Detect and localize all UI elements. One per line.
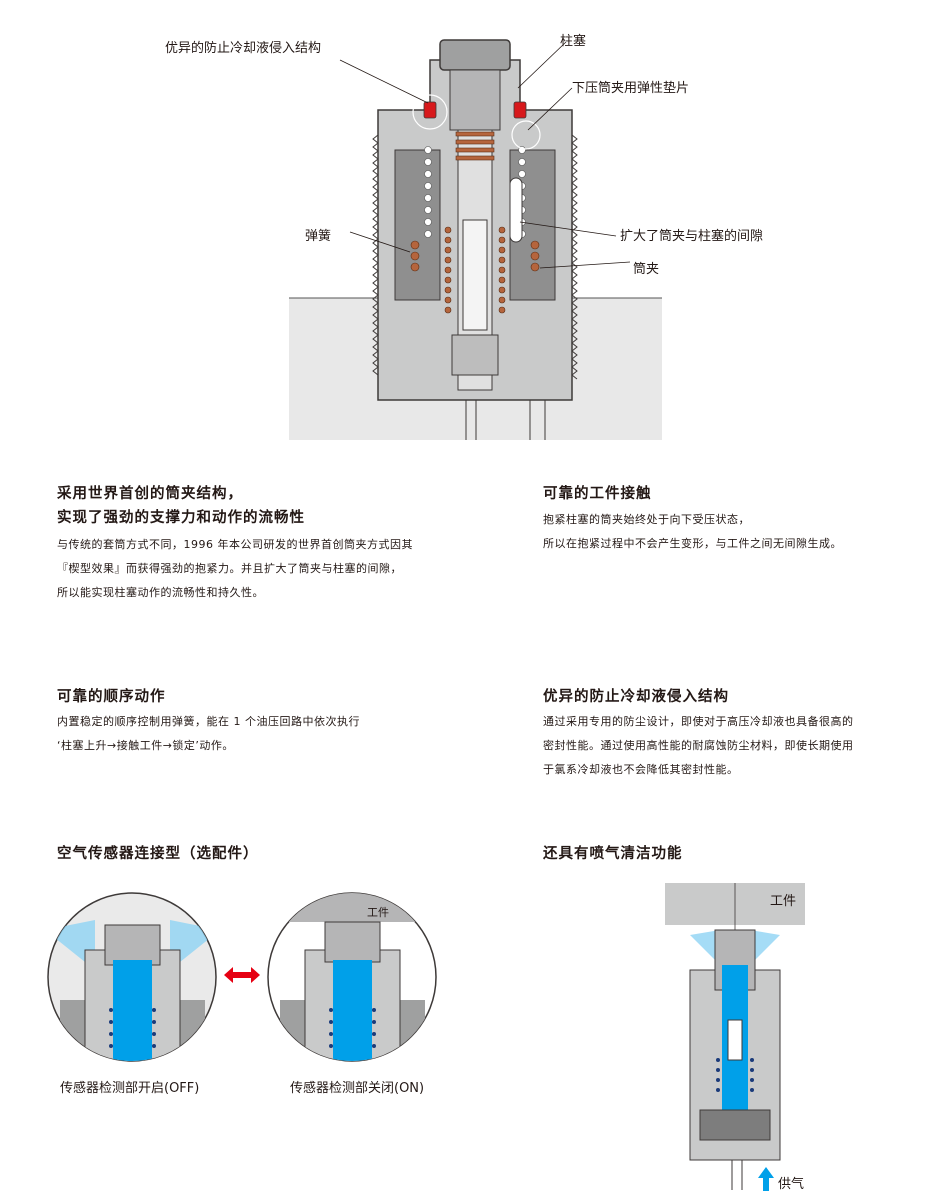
sequence-body-line: ‘柱塞上升→接触工件→锁定’动作。 (57, 739, 234, 752)
callout-coolant-structure: 优异的防止冷却液侵入结构 (165, 41, 322, 56)
clamp-cutaway-drawing (289, 39, 662, 440)
sensor-off-caption: 传感器检测部开启(OFF) (60, 1081, 200, 1096)
air-sensor-title: 空气传感器连接型（选配件） (57, 846, 259, 862)
collet-structure-title-line1: 采用世界首创的筒夹结构， (57, 486, 243, 502)
collet-structure-body-line: 与传统的套筒方式不同，1996 年本公司研发的世界首创筒夹方式因其 (57, 538, 413, 551)
air-blow-figure (660, 880, 810, 1192)
callout-plunger: 柱塞 (560, 34, 587, 49)
sequence-body-line: 内置稳定的顺序控制用弹簧，能在 1 个油压回路中依次执行 (57, 715, 360, 728)
workpiece-contact-body-line: 所以在抱紧过程中不会产生变形，与工件之间无间隙生成。 (543, 537, 842, 550)
sensor-on-figure (265, 890, 440, 1065)
callout-elastic-pad: 下压筒夹用弹性垫片 (572, 81, 690, 96)
main-cutaway-figure (0, 0, 930, 445)
sensor-on-caption: 传感器检测部关闭(ON) (290, 1081, 425, 1096)
collet-structure-body-line: 『楔型效果』而获得强劲的抱紧力。并且扩大了筒夹与柱塞的间隙， (57, 562, 402, 575)
coolant-body-line: 通过采用专用的防尘设计，即使对于高压冷却液也具备很高的 (543, 715, 854, 728)
workpiece-contact-title: 可靠的工件接触 (543, 486, 652, 502)
air-blow-title: 还具有喷气清洁功能 (543, 846, 683, 862)
double-arrow-icon (224, 965, 260, 985)
sensor-on-workpiece-label: 工件 (367, 906, 389, 919)
air-blow-workpiece-label: 工件 (770, 894, 797, 909)
collet-structure-title-line2: 实现了强劲的支撑力和动作的流畅性 (57, 510, 305, 526)
coolant-title: 优异的防止冷却液侵入结构 (543, 689, 729, 705)
sensor-off-figure (45, 890, 220, 1065)
callout-collet: 筒夹 (633, 262, 660, 277)
coolant-body-line: 于氯系冷却液也不会降低其密封性能。 (543, 763, 739, 776)
coolant-body-line: 密封性能。通过使用高性能的耐腐蚀防尘材料，即使长期使用 (543, 739, 854, 752)
callout-spring: 弹簧 (305, 229, 332, 244)
workpiece-contact-body-line: 抱紧柱塞的筒夹始终处于向下受压状态， (543, 513, 750, 526)
sequence-title: 可靠的顺序动作 (57, 689, 166, 705)
air-supply-label: 供气 (778, 1177, 805, 1192)
collet-structure-body-line: 所以能实现柱塞动作的流畅性和持久性。 (57, 586, 264, 599)
callout-gap: 扩大了筒夹与柱塞的间隙 (620, 229, 764, 244)
